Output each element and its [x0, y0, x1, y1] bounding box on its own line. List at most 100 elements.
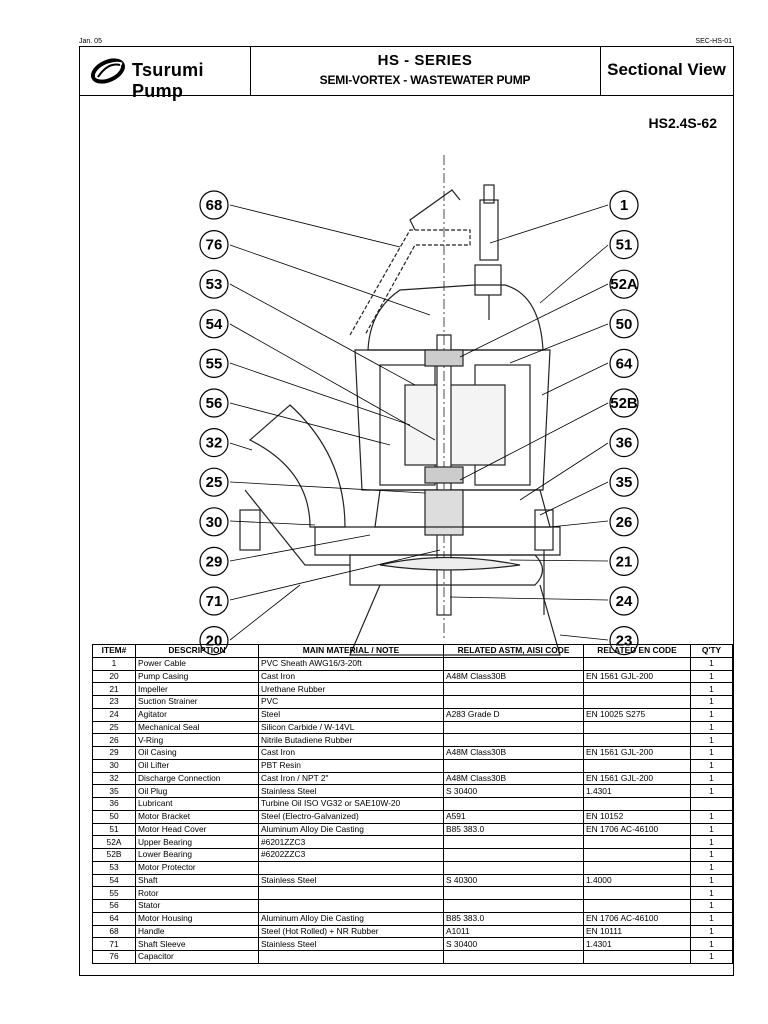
item-cell: 26	[92, 733, 136, 747]
callout-circle	[199, 230, 229, 260]
item-cell: 29	[92, 746, 136, 760]
description-cell: Suction Strainer	[135, 695, 259, 709]
material-cell: Aluminum Alloy Die Casting	[258, 822, 444, 837]
item-cell: 71	[92, 937, 136, 951]
callout-label: 26	[616, 514, 633, 531]
material-cell: #6201ZZC3	[258, 835, 444, 849]
item-cell: 76	[92, 950, 136, 964]
astm-cell	[443, 758, 584, 773]
description-cell: Stator	[135, 899, 259, 913]
callout-leaders	[229, 204, 609, 641]
description-cell: Rotor	[135, 886, 259, 900]
description-cell: Motor Bracket	[135, 809, 259, 824]
callout-30: 30	[199, 507, 229, 537]
callout-label: 36	[616, 435, 633, 452]
item-cell: 23	[92, 695, 136, 709]
callout-circle	[199, 269, 229, 299]
astm-cell: A48M Class30B	[443, 669, 584, 684]
item-cell: 64	[92, 911, 136, 926]
en-cell	[583, 950, 691, 964]
description-cell: Motor Protector	[135, 860, 259, 875]
astm-cell	[443, 860, 584, 875]
item-cell: 56	[92, 899, 136, 913]
callout-label: 50	[616, 316, 633, 333]
astm-cell: B85 383.0	[443, 822, 584, 837]
drawing-sheet: Tsurumi Pump HS - SERIES SEMI-VORTEX - W…	[79, 46, 734, 976]
en-cell	[583, 899, 691, 913]
title-block: Tsurumi Pump HS - SERIES SEMI-VORTEX - W…	[80, 47, 733, 101]
material-cell: Steel	[258, 707, 444, 722]
col-header-item: ITEM#	[92, 644, 136, 658]
model-number: HS2.4S-62	[648, 115, 717, 131]
callout-label: 52B	[610, 395, 638, 412]
qty-cell: 1	[690, 873, 733, 888]
qty-cell: 1	[690, 771, 733, 786]
en-cell: 1.4000	[583, 873, 691, 888]
item-cell: 1	[92, 656, 136, 671]
astm-cell	[443, 835, 584, 849]
callout-label: 56	[206, 395, 223, 412]
qty-cell: 1	[690, 822, 733, 837]
callout-circle	[199, 467, 229, 497]
callout-1: 1	[609, 190, 639, 220]
qty-cell: 1	[690, 695, 733, 709]
material-cell: Cast Iron / NPT 2"	[258, 771, 444, 786]
material-cell: Steel (Hot Rolled) + NR Rubber	[258, 924, 444, 939]
callout-76: 76	[199, 230, 229, 260]
item-cell: 50	[92, 809, 136, 824]
callout-64: 64	[609, 348, 639, 378]
astm-cell	[443, 695, 584, 709]
callout-circle	[609, 467, 639, 497]
en-cell	[583, 835, 691, 849]
callout-circle	[609, 428, 639, 458]
material-cell: PBT Resin	[258, 758, 444, 773]
qty-cell: 1	[690, 746, 733, 760]
astm-cell	[443, 848, 584, 862]
qty-cell: 1	[690, 809, 733, 824]
callout-50: 50	[609, 309, 639, 339]
item-cell: 25	[92, 720, 136, 735]
qty-cell: 1	[690, 848, 733, 862]
astm-cell	[443, 950, 584, 964]
en-cell	[583, 886, 691, 900]
tsurumi-logo-icon	[91, 58, 125, 84]
qty-cell: 1	[690, 656, 733, 671]
en-cell: EN 1706 AC-46100	[583, 911, 691, 926]
callout-circle	[199, 388, 229, 418]
description-cell: Discharge Connection	[135, 771, 259, 786]
callout-label: 53	[206, 276, 223, 293]
qty-cell: 1	[690, 669, 733, 684]
date-label: Jan. 05	[79, 38, 102, 45]
en-cell: EN 10111	[583, 924, 691, 939]
item-cell: 52A	[92, 835, 136, 849]
parts-table: ITEM# DESCRIPTION MAIN MATERIAL / NOTE R…	[92, 644, 733, 964]
col-header-description: DESCRIPTION	[135, 644, 259, 658]
astm-cell	[443, 656, 584, 671]
en-cell	[583, 733, 691, 747]
description-cell: Shaft	[135, 873, 259, 888]
callout-label: 21	[616, 553, 633, 570]
astm-cell: B85 383.0	[443, 911, 584, 926]
callout-circle	[609, 348, 639, 378]
astm-cell: S 30400	[443, 784, 584, 798]
series-title: HS - SERIES	[377, 52, 473, 69]
callout-35: 35	[609, 467, 639, 497]
callout-51: 51	[609, 230, 639, 260]
callout-circle	[199, 348, 229, 378]
material-cell: Aluminum Alloy Die Casting	[258, 911, 444, 926]
callout-circle	[609, 507, 639, 537]
qty-cell: 1	[690, 784, 733, 798]
pump-subtitle: SEMI-VORTEX - WASTEWATER PUMP	[319, 73, 531, 87]
astm-cell: A1011	[443, 924, 584, 939]
col-header-astm: RELATED ASTM, AISI CODE	[443, 644, 584, 658]
astm-cell	[443, 682, 584, 696]
description-cell: Oil Casing	[135, 746, 259, 760]
astm-cell	[443, 899, 584, 913]
callout-label: 1	[620, 197, 628, 214]
callout-label: 76	[206, 237, 223, 254]
